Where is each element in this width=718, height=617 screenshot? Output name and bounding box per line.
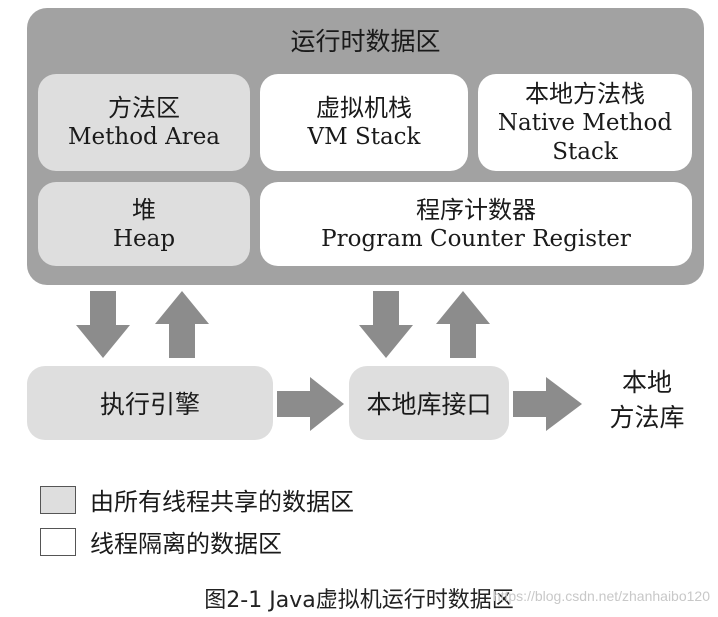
native-method-stack-label-en-line1: Native Method [497, 109, 673, 136]
heap-label-zh: 堆 [132, 195, 156, 224]
native-library-interface-label: 本地库接口 [366, 390, 492, 419]
heap-label-en: Heap [112, 225, 176, 252]
native-method-library-line2: 方法库 [609, 402, 685, 432]
vm-stack-box: 虚拟机栈 VM Stack [260, 74, 468, 171]
up-arrow-from-engine-icon [155, 291, 209, 358]
legend-isolated-label: 线程隔离的数据区 [90, 530, 282, 558]
program-counter-register-label-zh: 程序计数器 [416, 195, 536, 224]
watermark: https://blog.csdn.net/zhanhaibo120 [492, 588, 710, 604]
native-method-library: 本地 方法库 [592, 366, 702, 435]
down-arrow-to-engine-icon [76, 291, 130, 358]
vm-stack-label-zh: 虚拟机栈 [316, 94, 412, 123]
legend-shared-swatch [40, 485, 76, 514]
program-counter-register-box: 程序计数器 Program Counter Register [260, 182, 692, 266]
method-area-label-zh: 方法区 [108, 94, 180, 123]
native-method-stack-label-zh: 本地方法栈 [525, 79, 645, 108]
method-area-box: 方法区 Method Area [38, 74, 250, 171]
right-arrow-interface-to-library-icon [513, 377, 582, 431]
native-method-library-line1: 本地 [621, 368, 672, 397]
vm-stack-label-en: VM Stack [307, 124, 421, 151]
runtime-data-area-title: 运行时数据区 [290, 27, 441, 56]
legend-isolated-row: 线程隔离的数据区 [40, 524, 282, 559]
legend-isolated-swatch [40, 527, 76, 556]
native-method-stack-label-en-line2: Stack [552, 138, 618, 165]
native-library-interface-box: 本地库接口 [349, 366, 509, 440]
down-arrow-to-native-interface-icon [359, 291, 413, 358]
right-arrow-engine-to-interface-icon [277, 377, 344, 431]
heap-box: 堆 Heap [38, 182, 250, 266]
native-method-stack-box: 本地方法栈 Native Method Stack [478, 74, 692, 171]
execution-engine-label: 执行引擎 [99, 390, 200, 419]
method-area-label-en: Method Area [67, 124, 221, 151]
legend-shared-row: 由所有线程共享的数据区 [40, 482, 354, 517]
legend-shared-label: 由所有线程共享的数据区 [90, 488, 354, 516]
execution-engine-box: 执行引擎 [27, 366, 273, 440]
program-counter-register-label-en: Program Counter Register [321, 225, 631, 252]
figure-caption: 图2-1 Java虚拟机运行时数据区 [204, 588, 514, 613]
up-arrow-from-native-interface-icon [436, 291, 490, 358]
runtime-data-area: 运行时数据区 方法区 Method Area 虚拟机栈 VM Stack 本地方… [27, 8, 704, 285]
